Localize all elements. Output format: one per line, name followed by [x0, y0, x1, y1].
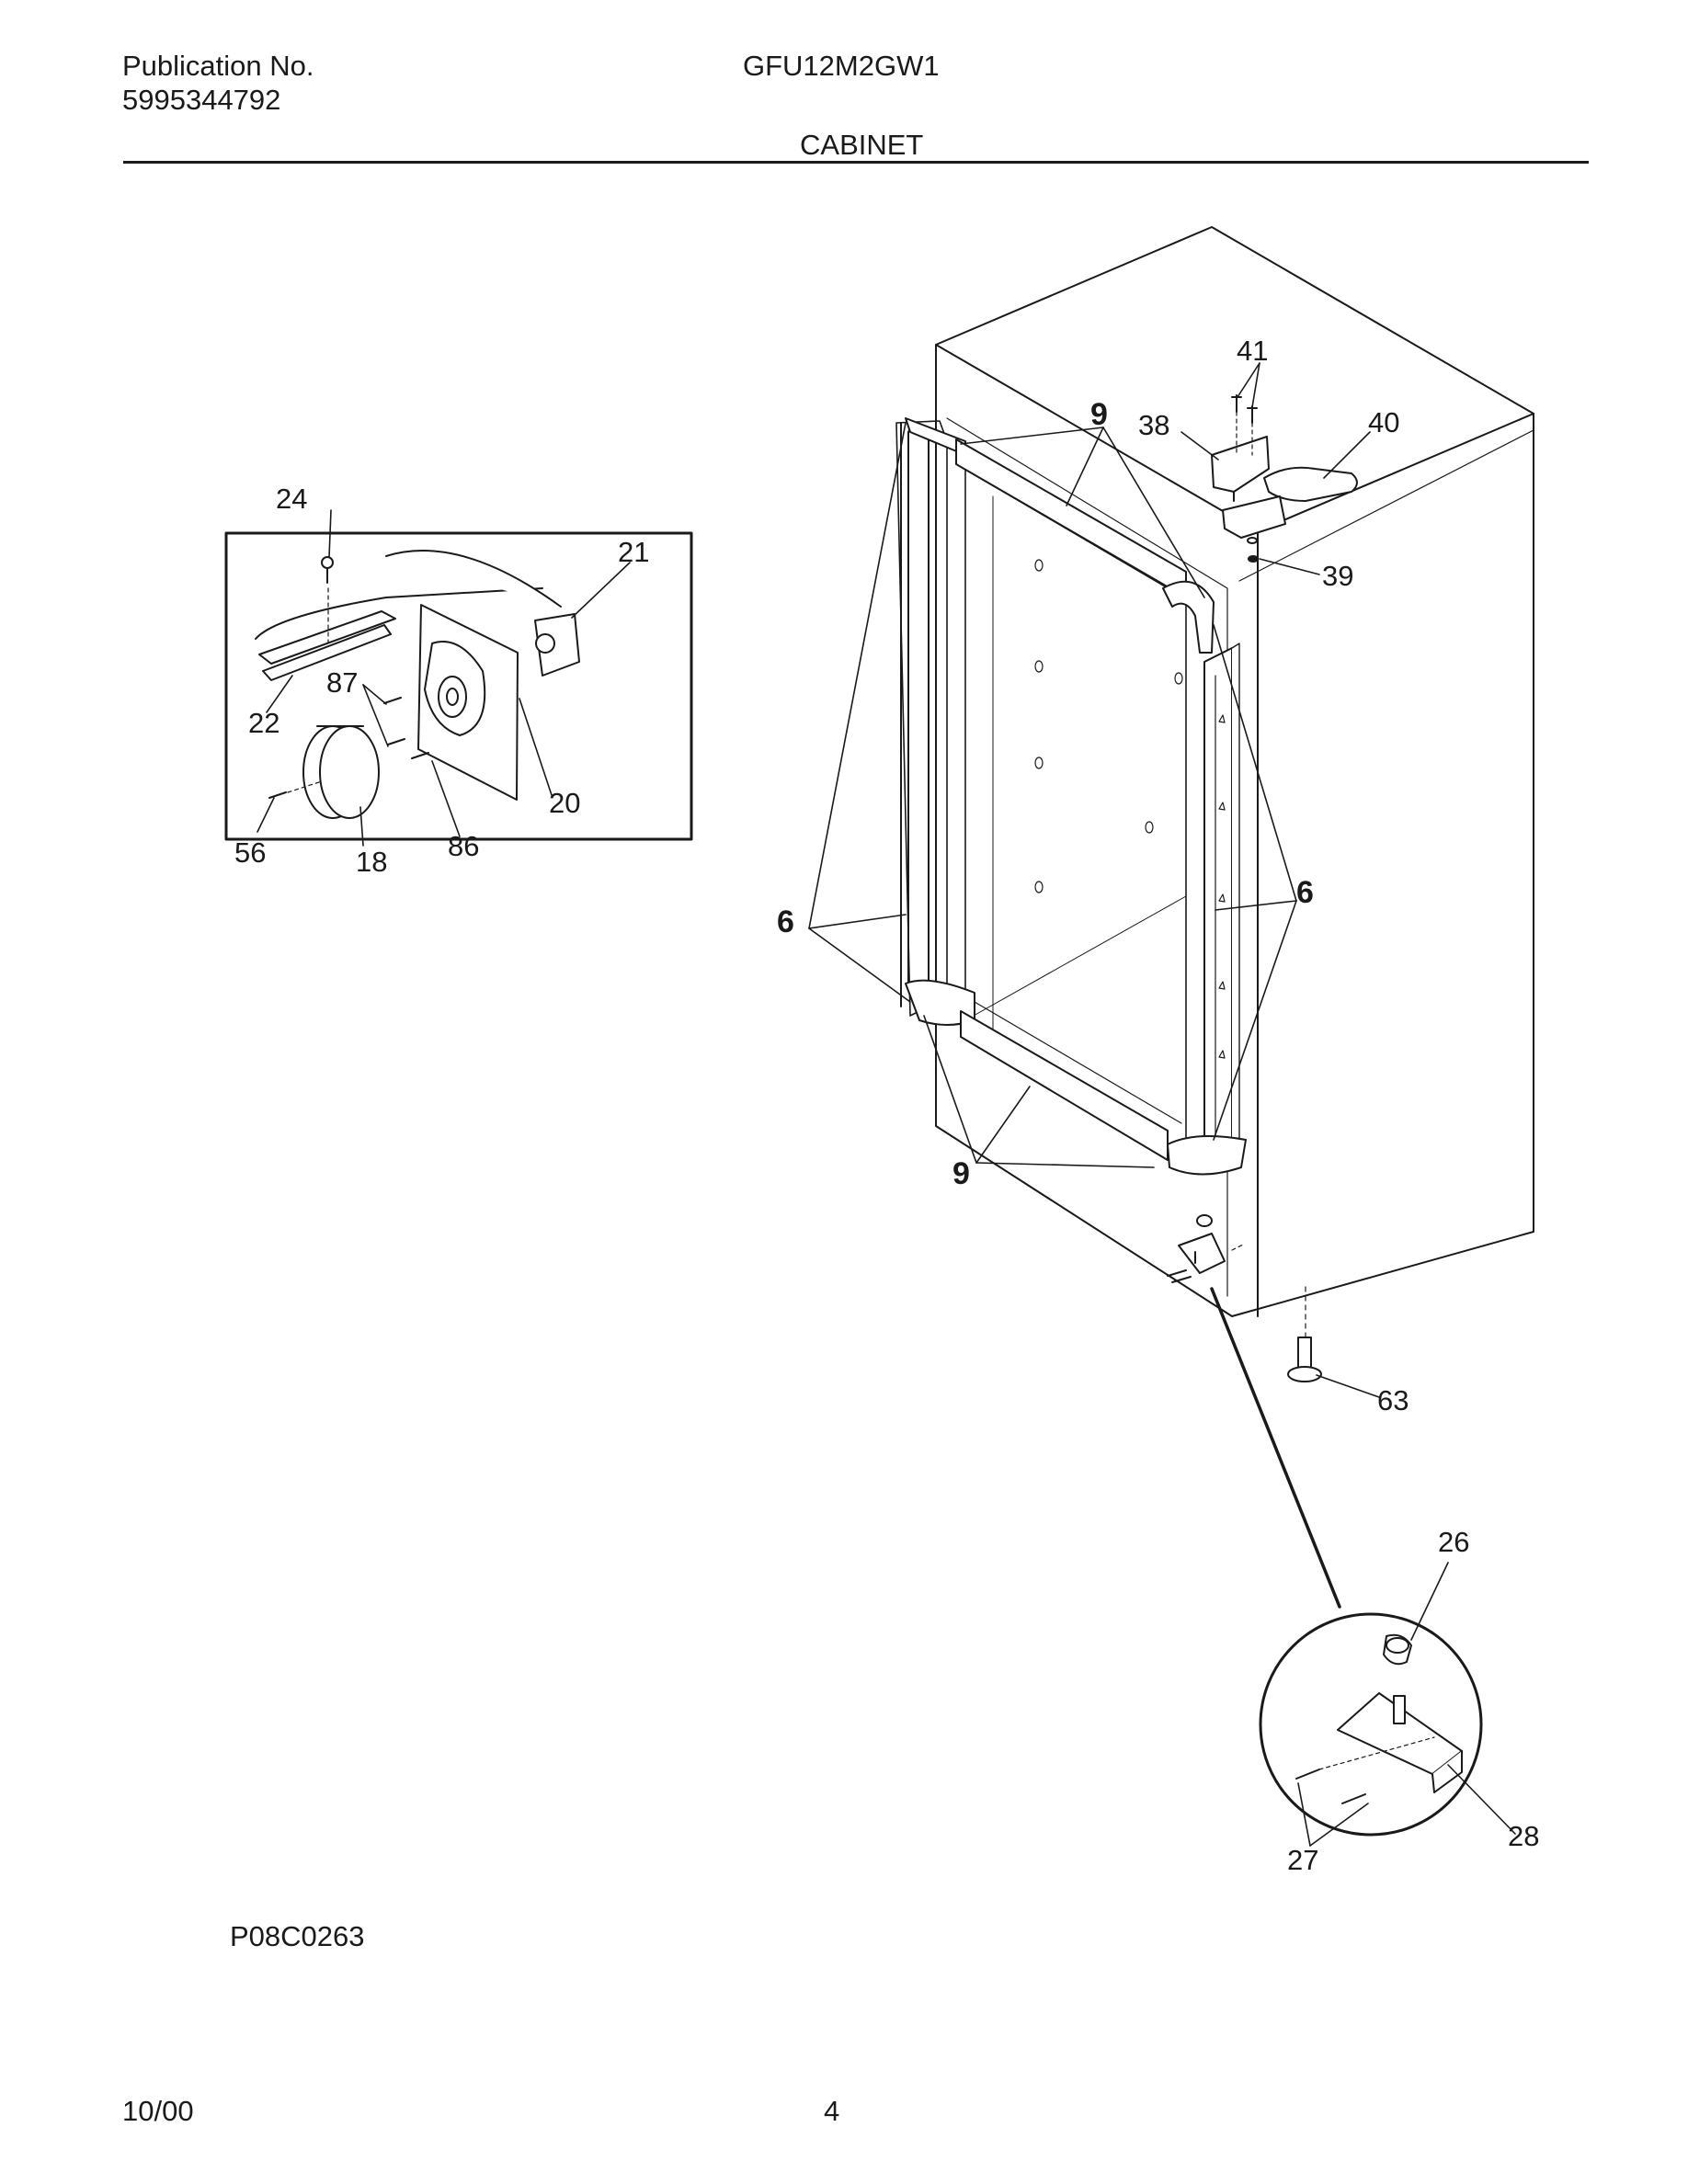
callout-24: 24	[276, 483, 307, 515]
callout-41: 41	[1237, 335, 1268, 367]
leader-lines	[257, 362, 1516, 1847]
callout-56: 56	[234, 836, 266, 869]
door-gasket-bottom	[960, 1001, 1247, 1176]
callout-22: 22	[248, 707, 279, 739]
callout-86: 86	[448, 830, 479, 862]
section-title: CABINET	[800, 129, 924, 161]
door-gasket-right	[1203, 643, 1240, 1155]
diagram-code: P08C0263	[230, 1920, 365, 1952]
callout-28: 28	[1508, 1820, 1539, 1852]
callout-26: 26	[1438, 1526, 1469, 1558]
door-gasket-top	[955, 438, 1215, 654]
temperature-control-parts	[255, 550, 580, 819]
leveling-leg	[1287, 1286, 1322, 1382]
callout-6-left: 6	[777, 904, 794, 939]
callout-20: 20	[549, 787, 580, 819]
callout-27: 27	[1287, 1844, 1318, 1876]
page-number: 4	[824, 2095, 840, 2127]
publication-label: Publication No.	[122, 50, 314, 82]
callout-87: 87	[326, 666, 358, 699]
callout-6-right: 6	[1296, 875, 1314, 910]
header-rule	[123, 161, 1589, 164]
bottom-hinge-detail-parts	[1295, 1633, 1463, 1804]
callout-21: 21	[618, 536, 649, 568]
bottom-hinge-small	[1167, 1214, 1244, 1283]
top-hinge-assembly	[1211, 394, 1358, 563]
model-number: GFU12M2GW1	[743, 50, 940, 82]
callout-18: 18	[356, 846, 387, 878]
callout-39: 39	[1322, 560, 1353, 592]
control-detail-box	[224, 531, 693, 841]
callout-9-bottom: 9	[952, 1156, 970, 1191]
callout-9-top: 9	[1090, 397, 1108, 432]
bottom-hinge-detail-circle	[1259, 1612, 1483, 1837]
footer-date: 10/00	[122, 2095, 194, 2127]
callout-38: 38	[1138, 409, 1169, 441]
callout-40: 40	[1368, 406, 1399, 438]
publication-number: 5995344792	[122, 84, 281, 116]
callout-63: 63	[1377, 1384, 1409, 1416]
callout-labels: 24 21 87 22 20 56 18 86 41 9 38 40 39 6 …	[234, 335, 1539, 1876]
